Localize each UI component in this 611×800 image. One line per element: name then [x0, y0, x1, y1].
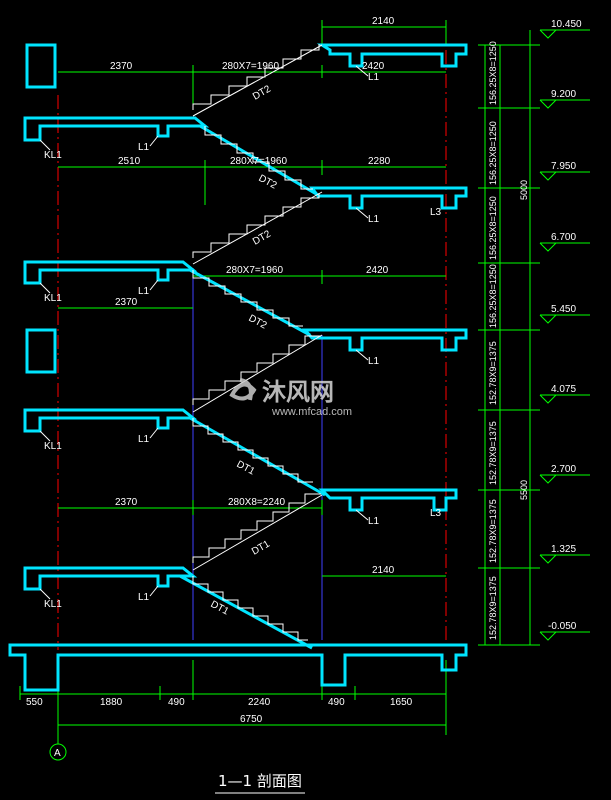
label-kl1-4: KL1 [44, 599, 62, 610]
label-l1-2: L1 [138, 286, 150, 297]
dim-2370-c: 2370 [115, 497, 138, 508]
elev-2: 7.950 [551, 161, 576, 172]
label-dt1-2: DT1 [250, 538, 272, 557]
drawing-title: 1—1 剖面图 [218, 772, 302, 790]
watermark: 沐风网 www.mfcad.com [229, 378, 352, 418]
drawing-title-group: 1—1 剖面图 [215, 772, 305, 794]
dim-2240: 280X8=2240 [228, 497, 285, 508]
leaders [39, 65, 369, 600]
structure [8, 43, 468, 692]
slab-left-3 [23, 408, 198, 433]
dim-2420-b: 2420 [366, 265, 389, 276]
label-kl1-2: KL1 [44, 293, 62, 304]
dim-2370-b: 2370 [115, 297, 138, 308]
watermark-brand: 沐风网 [262, 378, 334, 406]
label-l1-1: L1 [138, 142, 150, 153]
slab-left-1 [23, 116, 210, 142]
height-total-5500: 5500 [519, 480, 529, 500]
vdim-2: 156.25X8=1250 [488, 121, 498, 185]
vdim-5: 152.78X9=1375 [488, 341, 498, 405]
landing-right-4 [318, 488, 458, 512]
vdim-4: 156.25X8=1250 [488, 264, 498, 328]
landing-right-2 [309, 186, 468, 210]
bdim-1650: 1650 [390, 697, 413, 708]
label-l1-3: L1 [138, 434, 150, 445]
label-dt2-4: DT2 [247, 313, 269, 332]
total-width-6750: 6750 [240, 714, 263, 725]
vdim-6: 152.78X9=1375 [488, 421, 498, 485]
vertical-dim-texts: 156.25X8=1250 156.25X8=1250 156.25X8=125… [488, 41, 529, 640]
dimension-lines [19, 20, 590, 735]
dim-2370-a: 2370 [110, 61, 133, 72]
elevation-texts: 10.450 9.200 7.950 6.700 5.450 4.075 2.7… [548, 19, 582, 632]
watermark-url: www.mfcad.com [271, 406, 352, 418]
vdim-7: 152.78X9=1375 [488, 499, 498, 563]
slab-left-2 [23, 260, 198, 285]
landing-right-1 [316, 43, 468, 68]
label-kl1-1: KL1 [44, 150, 62, 161]
landing-right-3 [301, 328, 468, 352]
elev-3: 6.700 [551, 232, 576, 243]
window-lower [25, 328, 57, 374]
dim-2280: 2280 [368, 156, 391, 167]
bdim-490-b: 490 [328, 697, 345, 708]
height-total-5000: 5000 [519, 180, 529, 200]
centerlines [57, 50, 447, 650]
dim-2510: 2510 [118, 156, 141, 167]
axis-bubble: A [49, 735, 67, 761]
dim-1960-a: 280X7=1960 [222, 61, 279, 72]
label-l1-5: L1 [368, 72, 380, 83]
watermark-logo-icon [229, 378, 257, 401]
slab-left-4 [23, 566, 198, 591]
label-kl1-3: KL1 [44, 441, 62, 452]
label-dt2-3: DT2 [251, 228, 273, 247]
bdim-1880: 1880 [100, 697, 123, 708]
elev-8: -0.050 [548, 621, 577, 632]
label-l1-4: L1 [138, 592, 150, 603]
window-upper [25, 43, 57, 89]
bdim-550: 550 [26, 697, 43, 708]
flight-slab-dt2-1 [199, 124, 319, 197]
label-l1-8: L1 [368, 516, 380, 527]
bdim-490-a: 490 [168, 697, 185, 708]
label-l1-6: L1 [368, 214, 380, 225]
label-l3-1: L3 [430, 207, 442, 218]
label-dt1-1: DT1 [235, 459, 257, 478]
vdim-1: 156.25X8=1250 [488, 41, 498, 105]
elev-7: 1.325 [551, 544, 576, 555]
dim-1960-c: 280X7=1960 [226, 265, 283, 276]
elev-6: 2.700 [551, 464, 576, 475]
ground-slab [8, 643, 468, 692]
elev-1: 9.200 [551, 89, 576, 100]
dim-2420-a: 2420 [362, 61, 385, 72]
dim-top-2140: 2140 [372, 16, 395, 27]
label-dt2-1: DT2 [251, 83, 273, 102]
axis-label-a: A [54, 748, 61, 759]
elev-4: 5.450 [551, 304, 576, 315]
elev-5: 4.075 [551, 384, 576, 395]
bottom-dim-texts: 550 1880 490 2240 490 1650 6750 [26, 697, 413, 725]
elev-0: 10.450 [551, 19, 582, 30]
stair-steps [192, 44, 323, 641]
elevation-markers [539, 29, 557, 641]
label-l3-2: L3 [430, 508, 442, 519]
member-labels: KL1 KL1 KL1 KL1 L1 L1 L1 L1 L1 L1 L1 L1 … [44, 72, 442, 618]
flight-slab-dt1-1 [189, 416, 326, 497]
flight-slab-dt1-2 [179, 574, 313, 650]
dim-1960-b: 280X7=1960 [230, 156, 287, 167]
horizontal-dim-texts: 2140 2370 280X7=1960 2420 2510 280X7=196… [110, 16, 395, 576]
bdim-2240: 2240 [248, 697, 271, 708]
vdim-3: 156.25X8=1250 [488, 196, 498, 260]
vdim-8: 152.78X9=1375 [488, 576, 498, 640]
label-l1-7: L1 [368, 356, 380, 367]
dim-2140-b: 2140 [372, 565, 395, 576]
label-dt2-2: DT2 [257, 173, 279, 192]
